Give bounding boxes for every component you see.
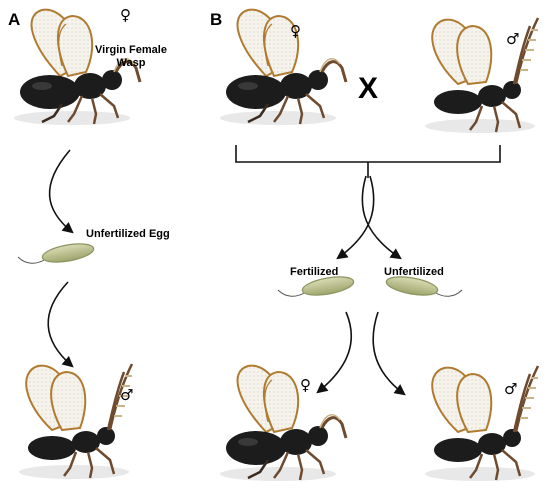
female-symbol-b-offspring: ♀ (300, 376, 311, 394)
arrow-to-fertilized-egg (338, 176, 374, 258)
male-symbol-b: ♂ (506, 30, 519, 48)
male-offspring-wasp-image-b (425, 366, 538, 481)
arrow-egg-to-male (48, 282, 72, 366)
cross-bracket (236, 145, 500, 178)
male-offspring-wasp-image-a (19, 364, 132, 479)
parent-female-wasp-image (220, 10, 346, 125)
panel-a-letter: A (8, 10, 20, 30)
arrow-to-female-offspring (318, 312, 351, 392)
unfertilized-label: Unfertilized (384, 266, 444, 279)
virgin-female-label-line1: Virgin Female (86, 44, 176, 57)
male-symbol-a-offspring: ♂ (120, 386, 133, 404)
panel-b-letter: B (210, 10, 222, 30)
arrow-parent-to-egg (50, 150, 72, 232)
unfertilized-egg-image-a (18, 241, 95, 266)
virgin-female-wasp-label: Virgin Female Wasp (86, 44, 176, 70)
female-symbol-a: ♀ (120, 6, 131, 24)
male-symbol-b-offspring: ♂ (504, 380, 517, 398)
arrow-to-unfertilized-egg (362, 176, 400, 258)
fertilized-label: Fertilized (290, 266, 338, 279)
arrow-to-male-offspring (373, 312, 404, 394)
female-symbol-b: ♀ (290, 22, 301, 40)
virgin-female-label-line2: Wasp (86, 57, 176, 70)
unfertilized-egg-label: Unfertilized Egg (86, 228, 170, 241)
cross-symbol: X (358, 72, 378, 106)
parent-male-wasp-image (425, 18, 538, 133)
